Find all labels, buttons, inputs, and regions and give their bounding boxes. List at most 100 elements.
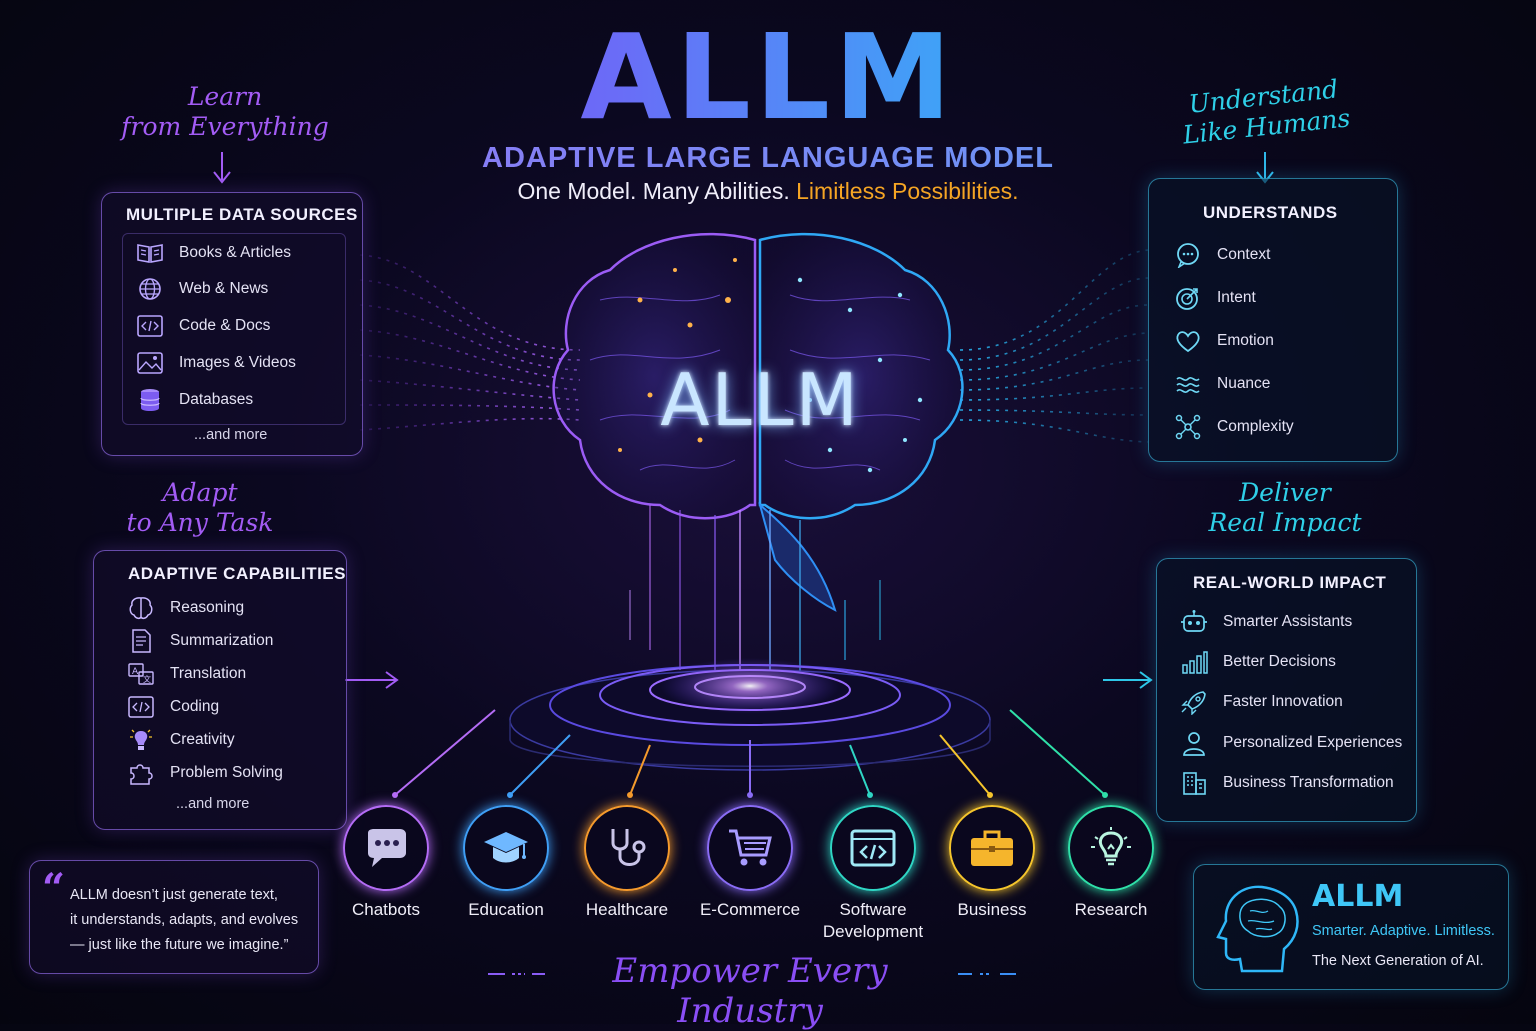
item-label: Summarization bbox=[170, 632, 274, 649]
list-item: Nuance bbox=[1173, 371, 1270, 397]
impact-panel: REAL-WORLD IMPACT Smarter Assistants Bet… bbox=[1156, 558, 1417, 822]
document-icon bbox=[132, 629, 151, 653]
industry-education[interactable]: Education bbox=[441, 805, 571, 921]
industry-circle bbox=[343, 805, 429, 891]
quote-box: “ ALLM doesn’t just generate text, it un… bbox=[29, 860, 319, 974]
globe-icon bbox=[139, 278, 161, 300]
database-icon bbox=[140, 389, 160, 411]
brain-label: ALLM bbox=[660, 358, 860, 442]
list-item: Smarter Assistants bbox=[1179, 609, 1352, 635]
understands-panel: UNDERSTANDS Context Intent Emotion Nuanc… bbox=[1148, 178, 1398, 462]
data-sources-more: ...and more bbox=[194, 427, 268, 443]
industry-label-line1: Software bbox=[839, 900, 907, 919]
head-profile-icon bbox=[1216, 885, 1299, 973]
list-item: Creativity bbox=[126, 727, 235, 753]
main-title: ALLM bbox=[0, 8, 1536, 146]
speech-bubble-icon bbox=[1177, 243, 1199, 268]
item-label: Translation bbox=[170, 665, 247, 682]
industry-circle bbox=[707, 805, 793, 891]
target-icon bbox=[1176, 288, 1198, 310]
quote-line: — just like the future we imagine.” bbox=[70, 937, 289, 953]
item-label: Complexity bbox=[1217, 418, 1294, 435]
book-icon bbox=[137, 244, 163, 263]
item-label: Reasoning bbox=[170, 599, 245, 616]
item-label: Smarter Assistants bbox=[1223, 613, 1353, 630]
person-icon bbox=[1183, 732, 1205, 756]
industry-connectors bbox=[394, 709, 1106, 796]
item-label: Intent bbox=[1217, 289, 1256, 306]
connector-dots bbox=[392, 792, 1108, 798]
industry-ecommerce[interactable]: E-Commerce bbox=[685, 805, 815, 921]
list-item: Summarization bbox=[126, 628, 273, 654]
waves-icon bbox=[1176, 377, 1200, 393]
brain-icon bbox=[129, 597, 153, 620]
list-item: Business Transformation bbox=[1179, 770, 1394, 796]
tagline-main: One Model. Many Abilities. bbox=[517, 178, 797, 204]
list-item: Complexity bbox=[1173, 414, 1294, 440]
list-item: Context bbox=[1173, 242, 1270, 268]
list-item: Images & Videos bbox=[135, 350, 296, 376]
quote-line: it understands, adapts, and evolves bbox=[70, 912, 299, 928]
tagline: One Model. Many Abilities. Limitless Pos… bbox=[0, 178, 1536, 205]
adapt-script-line2: to Any Task bbox=[126, 508, 274, 537]
lightbulb-icon bbox=[1091, 827, 1131, 866]
code-icon bbox=[128, 696, 154, 718]
industry-label: Software Development bbox=[808, 899, 938, 943]
rocket-icon bbox=[1181, 691, 1206, 715]
list-item: Emotion bbox=[1173, 328, 1274, 354]
list-item: Problem Solving bbox=[126, 760, 283, 786]
robot-icon bbox=[1181, 610, 1207, 632]
list-item: Personalized Experiences bbox=[1179, 730, 1402, 756]
industry-business[interactable]: Business bbox=[927, 805, 1057, 921]
list-item: Coding bbox=[126, 694, 219, 720]
understands-title: UNDERSTANDS bbox=[1203, 203, 1338, 222]
industry-healthcare[interactable]: Healthcare bbox=[562, 805, 692, 921]
subtitle: ADAPTIVE LARGE LANGUAGE MODEL bbox=[0, 142, 1536, 175]
item-label: Web & News bbox=[179, 280, 269, 297]
data-sources-title: MULTIPLE DATA SOURCES bbox=[126, 205, 358, 224]
item-label: Nuance bbox=[1217, 375, 1271, 392]
industry-label: Research bbox=[1074, 900, 1148, 919]
building-icon bbox=[1183, 772, 1206, 795]
list-item: Faster Innovation bbox=[1179, 689, 1343, 715]
industry-research[interactable]: Research bbox=[1046, 805, 1176, 921]
item-label: Creativity bbox=[170, 731, 235, 748]
svg-text:文: 文 bbox=[143, 674, 151, 684]
capabilities-title: ADAPTIVE CAPABILITIES bbox=[128, 564, 346, 583]
left-data-flow bbox=[359, 254, 581, 431]
item-label: Databases bbox=[179, 391, 254, 408]
industry-label: Healthcare bbox=[585, 900, 669, 919]
list-item: Code & Docs bbox=[135, 313, 270, 339]
list-item: Books & Articles bbox=[135, 240, 291, 266]
item-label: Personalized Experiences bbox=[1223, 734, 1403, 751]
script-arrows bbox=[213, 152, 1274, 689]
brand-subline: The Next Generation of AI. bbox=[1312, 953, 1484, 969]
image-icon bbox=[137, 352, 163, 374]
item-label: Code & Docs bbox=[179, 317, 271, 334]
list-item: Web & News bbox=[135, 276, 268, 302]
svg-text:A: A bbox=[132, 667, 139, 677]
industry-chatbots[interactable]: Chatbots bbox=[321, 805, 451, 921]
data-sources-list: Books & Articles Web & News Code & Docs … bbox=[122, 233, 346, 425]
graduation-cap-icon bbox=[484, 832, 528, 863]
item-label: Emotion bbox=[1217, 332, 1274, 349]
list-item: Better Decisions bbox=[1179, 649, 1336, 675]
item-label: Context bbox=[1217, 246, 1271, 263]
list-item: Databases bbox=[135, 387, 253, 413]
industry-label: Education bbox=[468, 900, 544, 919]
industry-circle bbox=[830, 805, 916, 891]
item-label: Better Decisions bbox=[1223, 653, 1336, 670]
footer-script: Empower Every Industry bbox=[612, 951, 888, 1031]
adapt-script-line1: Adapt bbox=[162, 478, 238, 507]
capabilities-panel: ADAPTIVE CAPABILITIES Reasoning Summariz… bbox=[93, 550, 347, 830]
learn-script-line1: Learn bbox=[187, 82, 263, 111]
industry-software-development[interactable]: Software Development bbox=[808, 805, 938, 943]
quote-line: ALLM doesn’t just generate text, bbox=[70, 887, 278, 903]
industry-circle bbox=[584, 805, 670, 891]
data-sources-panel: MULTIPLE DATA SOURCES Books & Articles W… bbox=[101, 192, 363, 456]
impact-title: REAL-WORLD IMPACT bbox=[1193, 573, 1387, 592]
list-item: Reasoning bbox=[126, 595, 244, 621]
right-data-flow bbox=[959, 249, 1149, 443]
